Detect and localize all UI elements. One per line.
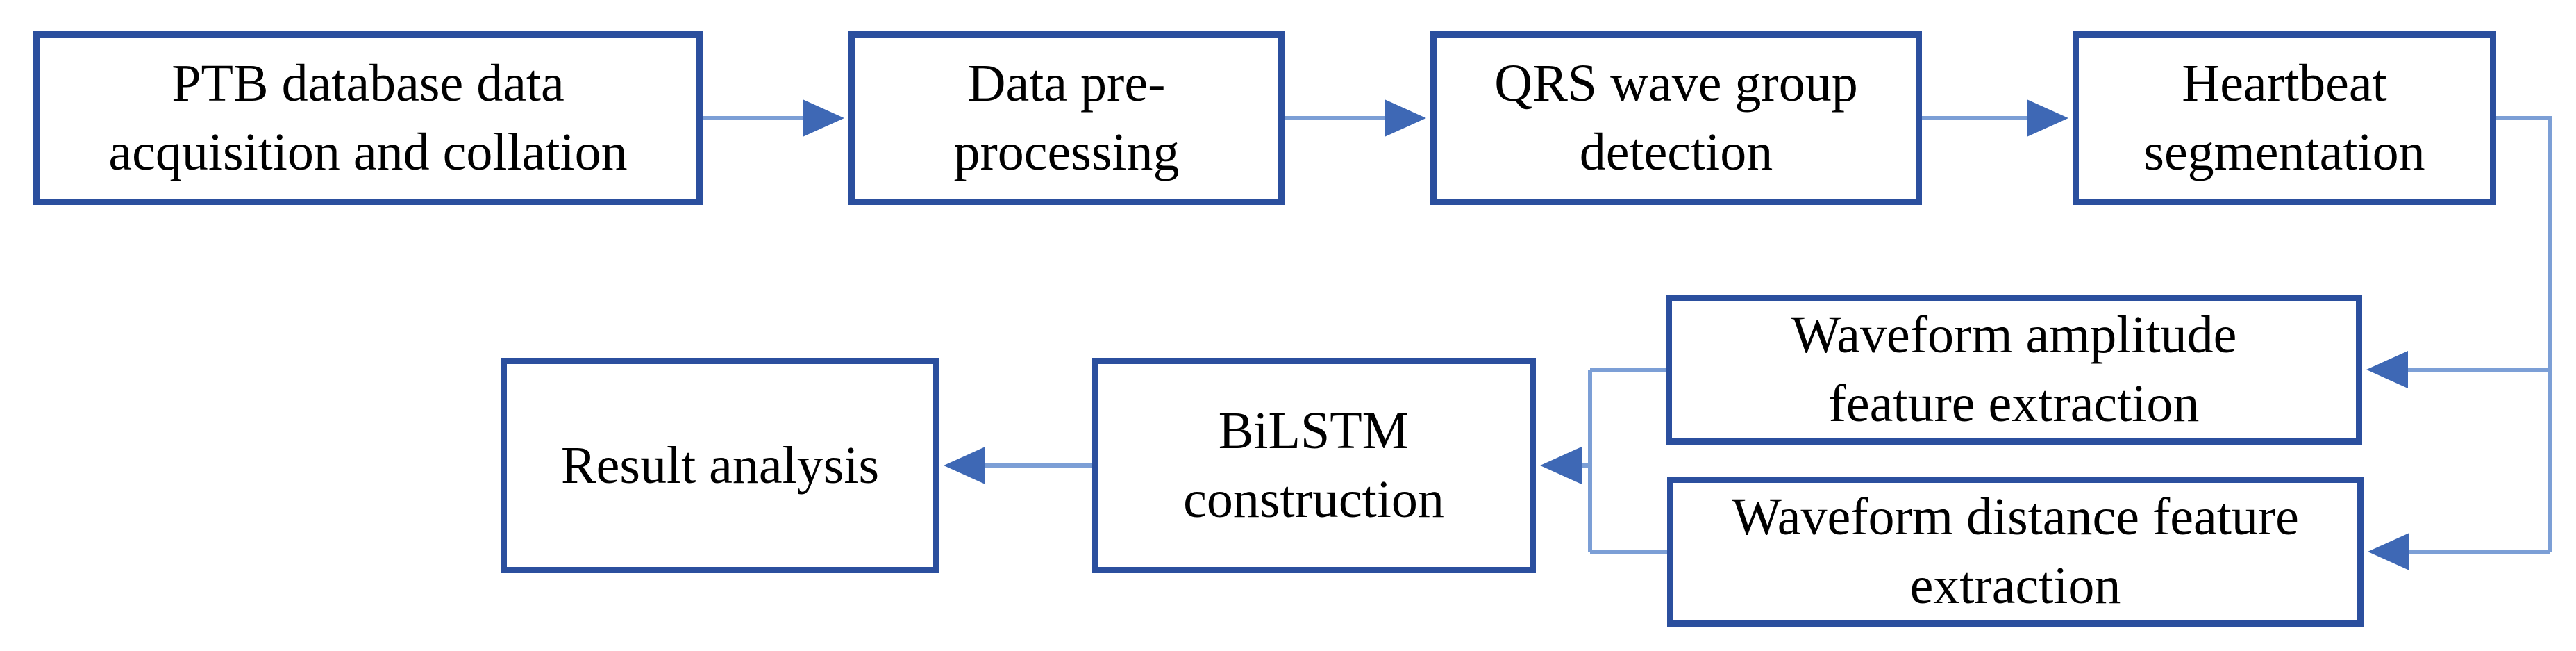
node-waveform-distance-label: Waveform distance feature extraction <box>1732 488 2299 615</box>
node-ptb-database-label: PTB database data acquisition and collat… <box>108 54 628 181</box>
edge-heartbeat-elbow <box>2496 116 2552 552</box>
node-waveform-amplitude: Waveform amplitude feature extraction <box>1666 295 2362 445</box>
node-waveform-distance: Waveform distance feature extraction <box>1667 477 2364 627</box>
node-bilstm-construction: BiLSTM construction <box>1092 358 1536 573</box>
node-waveform-amplitude-label: Waveform amplitude feature extraction <box>1791 306 2237 433</box>
node-heartbeat-segmentation-label: Heartbeat segmentation <box>2143 54 2425 181</box>
node-data-preprocessing: Data pre- processing <box>848 31 1285 205</box>
node-data-preprocessing-label: Data pre- processing <box>953 54 1180 181</box>
node-ptb-database: PTB database data acquisition and collat… <box>33 31 703 205</box>
node-heartbeat-segmentation: Heartbeat segmentation <box>2073 31 2496 205</box>
node-bilstm-construction-label: BiLSTM construction <box>1183 402 1444 529</box>
node-qrs-detection-label: QRS wave group detection <box>1494 54 1858 181</box>
node-result-analysis-label: Result analysis <box>560 436 880 495</box>
node-qrs-detection: QRS wave group detection <box>1430 31 1922 205</box>
node-result-analysis: Result analysis <box>501 358 939 573</box>
